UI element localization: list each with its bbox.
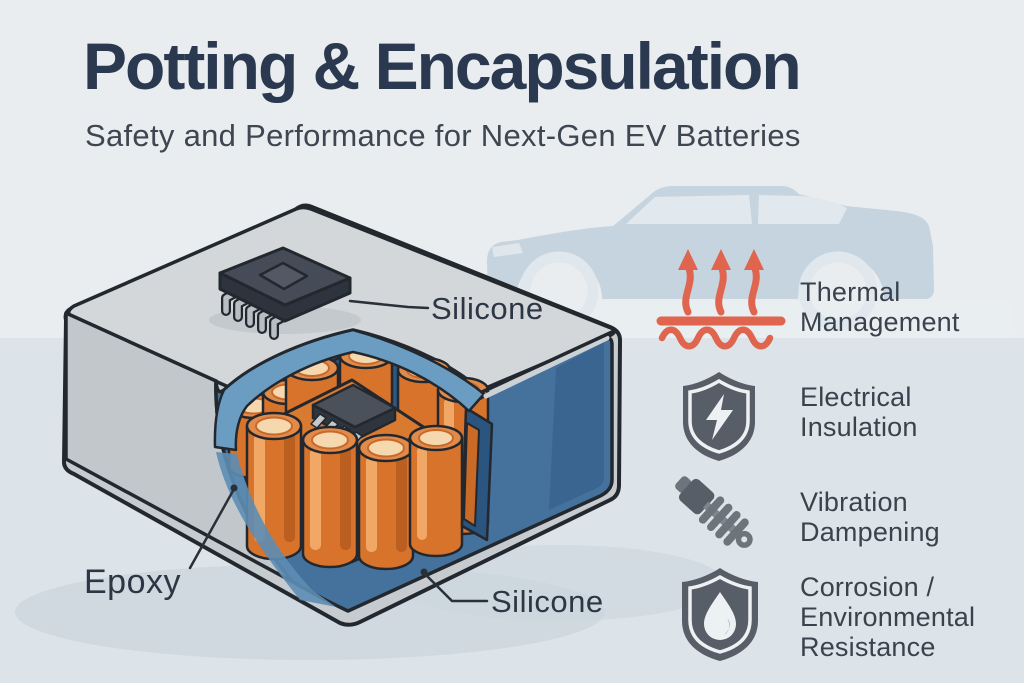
hidden-cell-strip	[463, 422, 480, 527]
top-chip	[209, 246, 361, 340]
car-silhouette	[487, 186, 934, 331]
bolt-glyph	[706, 394, 733, 440]
heat-arrows-icon	[656, 249, 786, 350]
benefit-line: Corrosion /	[800, 572, 935, 602]
benefit-line: Insulation	[800, 412, 918, 442]
edge-bevel	[483, 335, 610, 399]
top-chip-inset	[258, 261, 309, 291]
silicone-rim-top	[213, 328, 486, 452]
droplet-glyph	[704, 592, 736, 640]
benefit-vibration-dampening: Vibration Dampening	[800, 487, 940, 547]
shock-absorber-icon	[675, 476, 753, 548]
benefit-line: Resistance	[800, 632, 936, 662]
car-headlight	[492, 243, 523, 257]
label-silicone-top: Silicone	[431, 291, 544, 326]
benefit-thermal-management: Thermal Management	[800, 277, 960, 337]
benefit-line: Environmental	[800, 602, 976, 632]
label-epoxy: Epoxy	[84, 563, 181, 601]
benefit-line: Management	[800, 307, 960, 337]
leader-silicone-top	[348, 299, 430, 310]
benefit-electrical-insulation: Electrical Insulation	[800, 382, 918, 442]
benefit-line: Vibration	[800, 487, 908, 517]
benefit-line: Electrical	[800, 382, 912, 412]
inner-chip-top	[311, 383, 397, 429]
benefit-corrosion-resistance: Corrosion / Environmental Resistance	[800, 572, 975, 662]
leader-dot-silicone	[420, 568, 428, 576]
shield-droplet-icon	[682, 568, 758, 661]
benefit-line: Dampening	[800, 517, 940, 547]
shield-bolt-icon	[683, 372, 755, 461]
car-front-window	[626, 195, 752, 224]
label-silicone-bottom: Silicone	[491, 584, 604, 619]
leader-lines	[188, 299, 489, 603]
edge-line	[480, 330, 614, 394]
car-rear-wheel	[798, 251, 878, 331]
leader-epoxy	[188, 487, 236, 570]
silicone-right-shade	[549, 342, 604, 510]
leader-silicone-bottom	[422, 571, 489, 603]
car-rear-window	[758, 195, 847, 224]
silicone-cut-ledge	[216, 452, 336, 607]
page-title: Potting & Encapsulation	[83, 29, 802, 103]
page-subtitle: Safety and Performance for Next-Gen EV B…	[85, 118, 801, 153]
benefit-line: Thermal	[800, 277, 901, 307]
battery-cells-front	[245, 411, 464, 571]
battery-module-illustration	[15, 203, 725, 660]
leader-dot-epoxy	[230, 484, 238, 492]
